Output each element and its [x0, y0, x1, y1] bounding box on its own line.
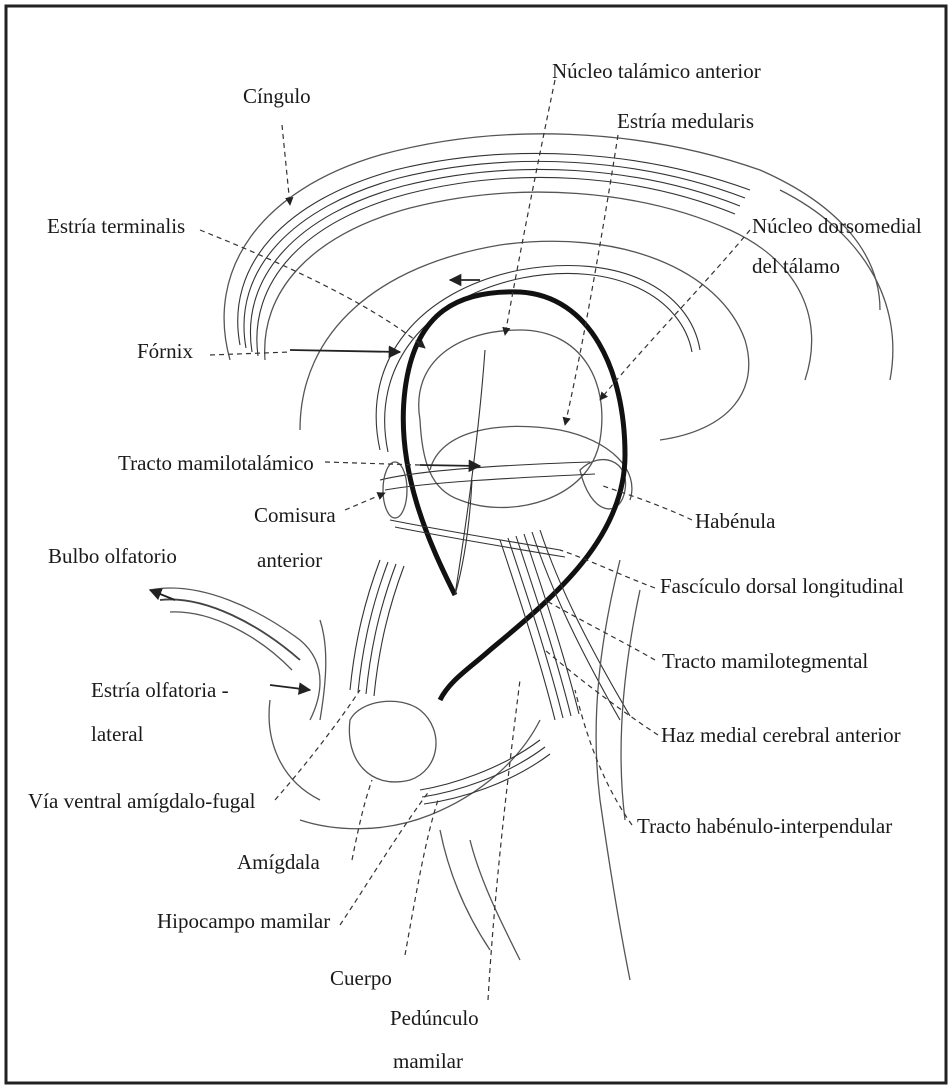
label-tracto-mamilotegmental: Tracto mamilotegmental — [662, 649, 868, 673]
label-tracto-mamilotalamico: Tracto mamilotalámico — [118, 451, 314, 475]
label-nucleo-dorsomedial-2: del tálamo — [752, 254, 840, 278]
inner-fibers — [380, 350, 595, 595]
label-estria-olfatoria-1: Estría olfatoria - — [91, 678, 229, 702]
anterior-commissure — [350, 462, 407, 696]
label-estria-terminalis: Estría terminalis — [47, 214, 185, 238]
label-habenula: Habénula — [695, 509, 776, 533]
structure-arrows — [150, 280, 480, 690]
label-comisura-2: anterior — [257, 548, 322, 572]
label-comisura-1: Comisura — [254, 503, 336, 527]
label-fornix: Fórnix — [137, 339, 194, 363]
label-pedunculo-1: Pedúnculo — [390, 1006, 479, 1030]
labels: Cíngulo Núcleo talámico anterior Estría … — [28, 59, 922, 1073]
label-estria-medularis: Estría medularis — [617, 109, 754, 133]
label-hipocampo-mamilar: Hipocampo mamilar — [157, 909, 330, 933]
label-amigdala: Amígdala — [237, 850, 320, 874]
label-nucleo-dorsomedial-1: Núcleo dorsomedial — [752, 214, 922, 238]
label-nucleo-talamico-anterior: Núcleo talámico anterior — [552, 59, 761, 83]
label-cuerpo: Cuerpo — [330, 966, 392, 990]
descending-bundles — [500, 530, 640, 980]
label-cingulo: Cíngulo — [243, 84, 311, 108]
label-bulbo-olfatorio: Bulbo olfatorio — [48, 544, 177, 568]
label-fasciculo-dorsal: Fascículo dorsal longitudinal — [660, 574, 904, 598]
label-tracto-habenulo: Tracto habénulo-interpendular — [637, 814, 892, 838]
label-estria-olfatoria-2: lateral — [91, 722, 144, 746]
label-pedunculo-2: mamilar — [393, 1049, 463, 1073]
mammillothalamic-tract — [403, 292, 625, 700]
label-haz-medial: Haz medial cerebral anterior — [661, 723, 901, 747]
label-via-ventral: Vía ventral amígdalo-fugal — [28, 789, 256, 813]
fornix — [300, 241, 749, 452]
